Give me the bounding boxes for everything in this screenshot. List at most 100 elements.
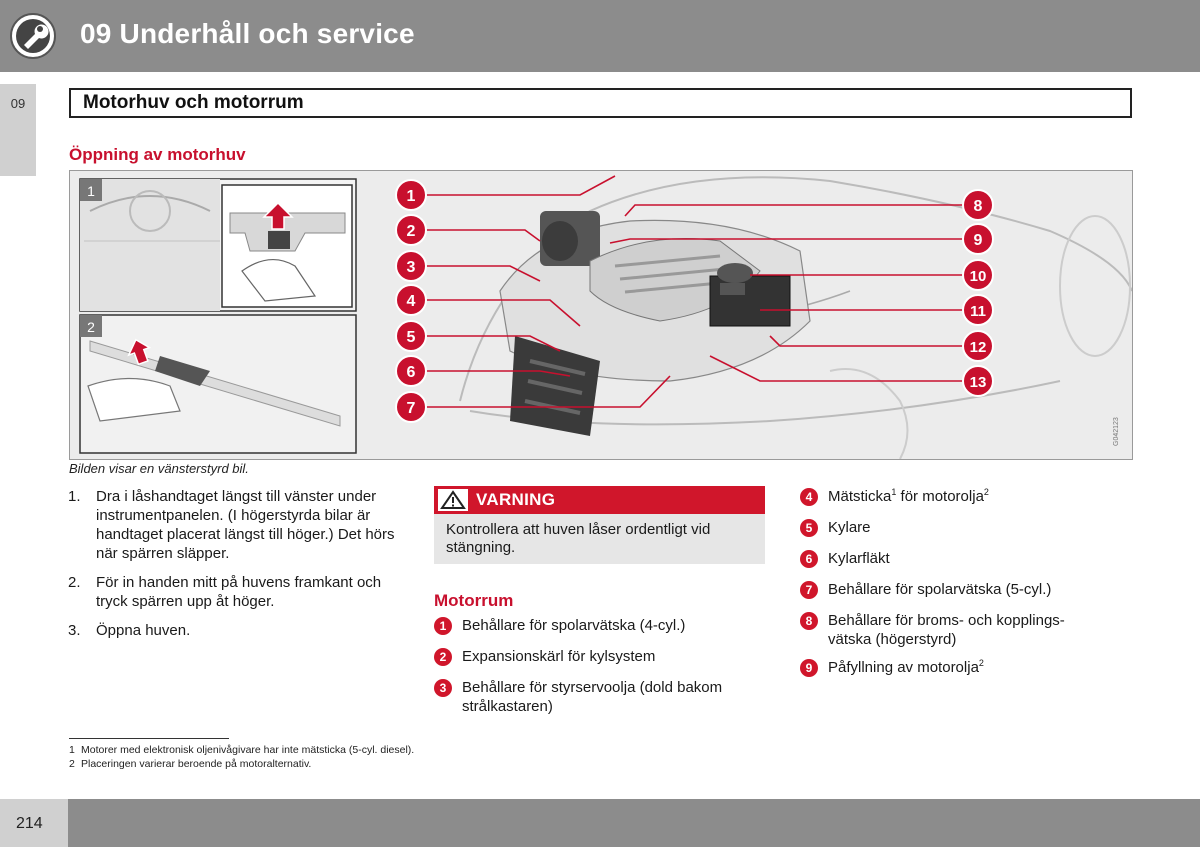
item-number-badge: 4 <box>800 488 818 506</box>
item-text: Behållare för broms- och kopplings-vätsk… <box>828 612 1065 648</box>
chapter-header: 09 Underhåll och service <box>0 0 1200 72</box>
engine-illustration <box>499 211 811 436</box>
side-tab-label: 09 <box>10 96 26 111</box>
list-item: 3 Behållare för styrservoolja (dold bako… <box>434 678 764 716</box>
item-number-badge: 6 <box>800 550 818 568</box>
callout-13 <box>962 365 994 397</box>
callout-badges: 1 2 3 4 5 6 7 8 9 10 11 12 13 <box>395 179 994 423</box>
engine-bay-figure: 1 2 <box>69 170 1133 460</box>
callout-8 <box>962 189 994 221</box>
push-arrow-icon <box>127 338 152 366</box>
svg-text:3: 3 <box>407 259 416 276</box>
svg-text:4: 4 <box>407 293 416 310</box>
battery-box-illustration <box>709 275 791 327</box>
section-title: Motorhuv och motorrum <box>83 92 304 113</box>
item-text: Behållare för styrservoolja (dold bakom … <box>462 679 723 715</box>
svg-text:8: 8 <box>974 198 983 215</box>
list-item: 4 Mätsticka1 för motorolja2 <box>800 487 1100 506</box>
list-item: 9 Påfyllning av motorolja2 <box>800 658 1100 677</box>
inset-1-cabin <box>80 179 220 311</box>
list-item: 2. För in handen mitt på huvens framkant… <box>68 573 408 611</box>
inset-1-label: 1 <box>87 183 95 199</box>
item-number-badge: 5 <box>800 519 818 537</box>
step-number: 3. <box>68 622 81 639</box>
list-item: 7 Behållare för spolarvätska (5-cyl.) <box>800 580 1100 599</box>
item-text: Påfyllning av motorolja2 <box>828 658 984 677</box>
hand-illustration <box>241 259 317 302</box>
callout-11 <box>962 294 994 326</box>
svg-text:7: 7 <box>407 400 416 417</box>
callout-2 <box>395 214 427 246</box>
footnote-divider <box>69 738 229 739</box>
chapter-side-tab: 09 <box>0 84 36 176</box>
svg-text:2: 2 <box>407 223 416 240</box>
page-number: 214 <box>16 815 43 832</box>
hand-illustration-2 <box>87 377 181 422</box>
wrench-gear-icon <box>10 13 56 59</box>
warning-triangle-icon <box>438 489 468 511</box>
item-text: Behållare för spolarvätska (5-cyl.) <box>828 581 1052 598</box>
callout-3 <box>395 250 427 282</box>
item-text: Mätsticka1 för motorolja2 <box>828 487 989 506</box>
callout-lines <box>425 175 965 408</box>
engine-bay-illustration: 1 2 <box>79 175 1132 459</box>
list-item: 2 Expansionskärl för kylsystem <box>434 647 764 666</box>
item-number-badge: 3 <box>434 679 452 697</box>
item-text: Kylare <box>828 519 871 536</box>
svg-text:6: 6 <box>407 364 416 381</box>
motorrum-heading: Motorrum <box>434 591 514 610</box>
callout-6 <box>395 355 427 387</box>
svg-text:5: 5 <box>407 329 416 346</box>
latch-illustration <box>155 356 210 386</box>
warning-header: VARNING <box>434 486 765 514</box>
svg-text:1: 1 <box>407 188 416 205</box>
figure-caption: Bilden visar en vänsterstyrd bil. <box>69 461 249 476</box>
callout-1 <box>395 179 427 211</box>
item-number-badge: 1 <box>434 617 452 635</box>
footer-page-tab <box>0 799 68 847</box>
callout-4 <box>395 284 427 316</box>
svg-text:10: 10 <box>970 268 987 285</box>
figure-code: G042123 <box>1113 417 1120 446</box>
item-number-badge: 2 <box>434 648 452 666</box>
step-text: Öppna huven. <box>96 622 191 639</box>
item-number-badge: 7 <box>800 581 818 599</box>
list-item: 8 Behållare för broms- och kopplings-vät… <box>800 611 1090 649</box>
callout-9 <box>962 223 994 255</box>
inset-2-label: 2 <box>87 319 95 335</box>
item-number-badge: 9 <box>800 659 818 677</box>
footer-bar <box>68 799 1200 847</box>
instruction-steps: 1. Dra i låshandtaget längst till vänste… <box>68 487 408 650</box>
step-number: 2. <box>68 574 81 591</box>
svg-text:9: 9 <box>974 232 983 249</box>
svg-text:12: 12 <box>970 339 987 356</box>
callout-12 <box>962 330 994 362</box>
inset-2-badge <box>80 315 102 337</box>
svg-text:13: 13 <box>970 374 987 391</box>
pull-arrow-icon <box>262 201 294 230</box>
warning-box: VARNING Kontrollera att huven låser orde… <box>434 486 765 564</box>
warning-text: Kontrollera att huven låser ordentligt v… <box>446 521 711 556</box>
list-item: 3. Öppna huven. <box>68 621 408 640</box>
step-number: 1. <box>68 488 81 505</box>
list-item: 5 Kylare <box>800 518 1100 537</box>
callout-7 <box>395 391 427 423</box>
inset-1-badge <box>80 179 102 201</box>
svg-text:11: 11 <box>970 303 986 320</box>
list-item: 1 Behållare för spolarvätska (4-cyl.) <box>434 616 764 635</box>
item-text: Kylarfläkt <box>828 550 890 567</box>
item-text: Behållare för spolarvätska (4-cyl.) <box>462 617 686 634</box>
list-item: 6 Kylarfläkt <box>800 549 1100 568</box>
step-text: För in handen mitt på huvens framkant oc… <box>96 574 382 610</box>
callout-5 <box>395 320 427 352</box>
callout-10 <box>962 259 994 291</box>
subheading: Öppning av motorhuv <box>69 145 246 164</box>
section-title-box: Motorhuv och motorrum <box>69 88 1132 118</box>
item-text: Expansionskärl för kylsystem <box>462 648 656 665</box>
step-text: Dra i låshandtaget längst till vänster u… <box>96 488 395 562</box>
chapter-title: 09 Underhåll och service <box>80 18 415 49</box>
warning-title: VARNING <box>476 490 556 509</box>
list-item: 1. Dra i låshandtaget längst till vänste… <box>68 487 408 563</box>
